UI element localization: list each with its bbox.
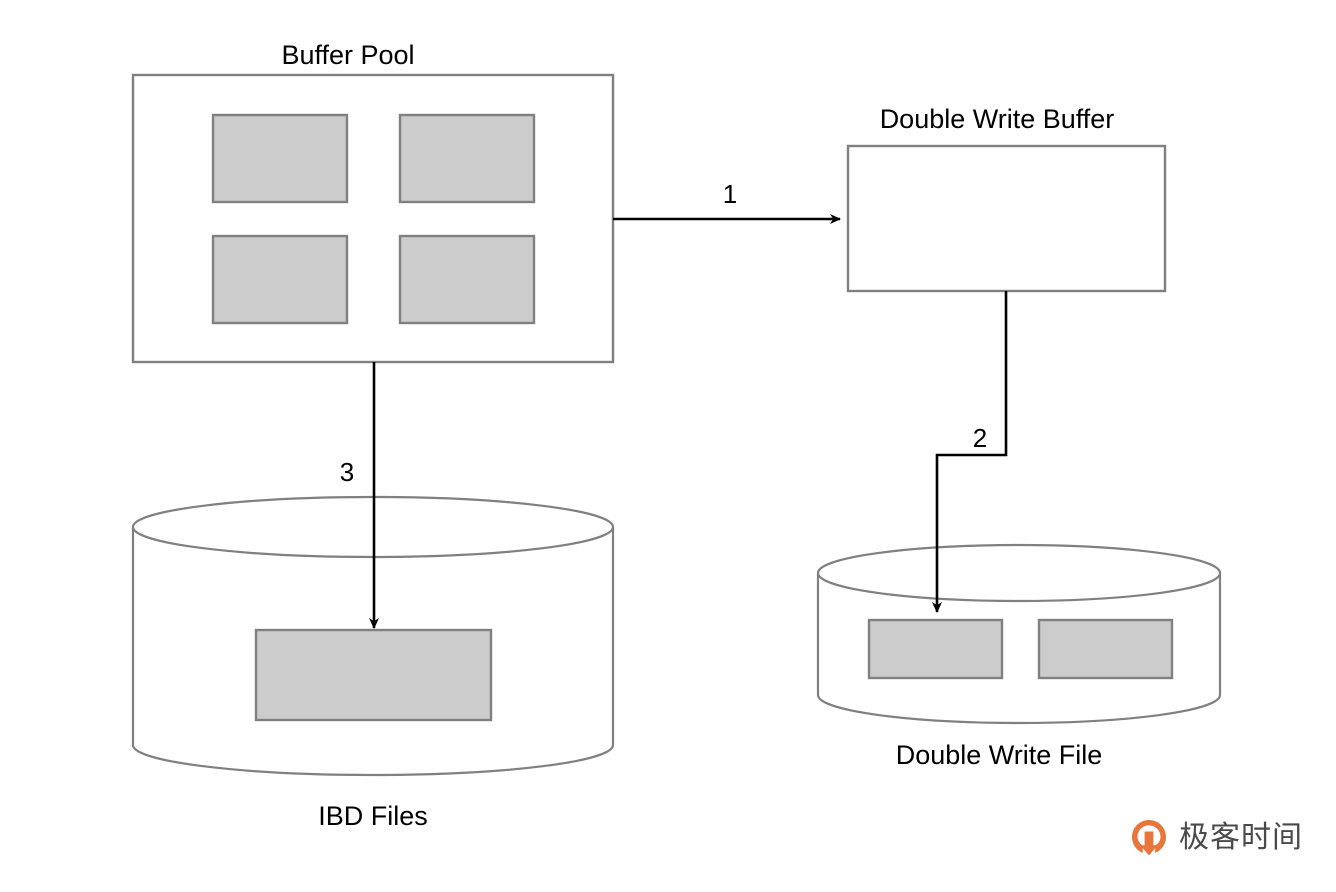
edge-3-step-label: 3	[340, 457, 354, 487]
buffer-pool-page-4[interactable]	[398, 234, 536, 325]
double-write-file-cylinder-top	[816, 543, 1222, 603]
double-write-file-label: Double Write File	[896, 740, 1103, 770]
node-buffer-pool[interactable]: Buffer Pool	[131, 40, 615, 364]
double-write-buffer-label: Double Write Buffer	[880, 104, 1115, 134]
buffer-pool-page-1[interactable]	[211, 113, 349, 204]
double-write-buffer-box[interactable]	[846, 144, 1167, 293]
double-write-file-cylinder-body[interactable]	[816, 573, 1222, 725]
edge-1-buffer-pool-to-double-write-buffer[interactable]: 1	[613, 179, 841, 224]
node-double-write-buffer[interactable]: Double Write Buffer	[846, 104, 1167, 293]
watermark: 极客时间	[1128, 817, 1303, 859]
edge-2-step-label: 2	[973, 423, 987, 453]
ibd-files-page-1[interactable]	[254, 628, 493, 722]
buffer-pool-page-2[interactable]	[398, 113, 536, 204]
edge-2-double-write-buffer-to-double-write-file[interactable]: 2	[932, 291, 1008, 613]
buffer-pool-label: Buffer Pool	[281, 40, 414, 70]
watermark-text: 极客时间	[1179, 820, 1303, 855]
double-write-file-page-2[interactable]	[1037, 618, 1174, 680]
geektime-logo-icon	[1132, 820, 1166, 856]
double-write-file-page-1[interactable]	[867, 618, 1004, 680]
node-double-write-file[interactable]: Double Write File	[816, 543, 1222, 770]
buffer-pool-box[interactable]	[131, 73, 615, 364]
ibd-files-label: IBD Files	[318, 801, 428, 831]
edge-1-step-label: 1	[723, 179, 737, 209]
edge-3-buffer-pool-to-ibd-files[interactable]: 3	[340, 362, 379, 629]
buffer-pool-page-3[interactable]	[211, 234, 349, 325]
edge-2-line[interactable]	[932, 291, 1008, 613]
